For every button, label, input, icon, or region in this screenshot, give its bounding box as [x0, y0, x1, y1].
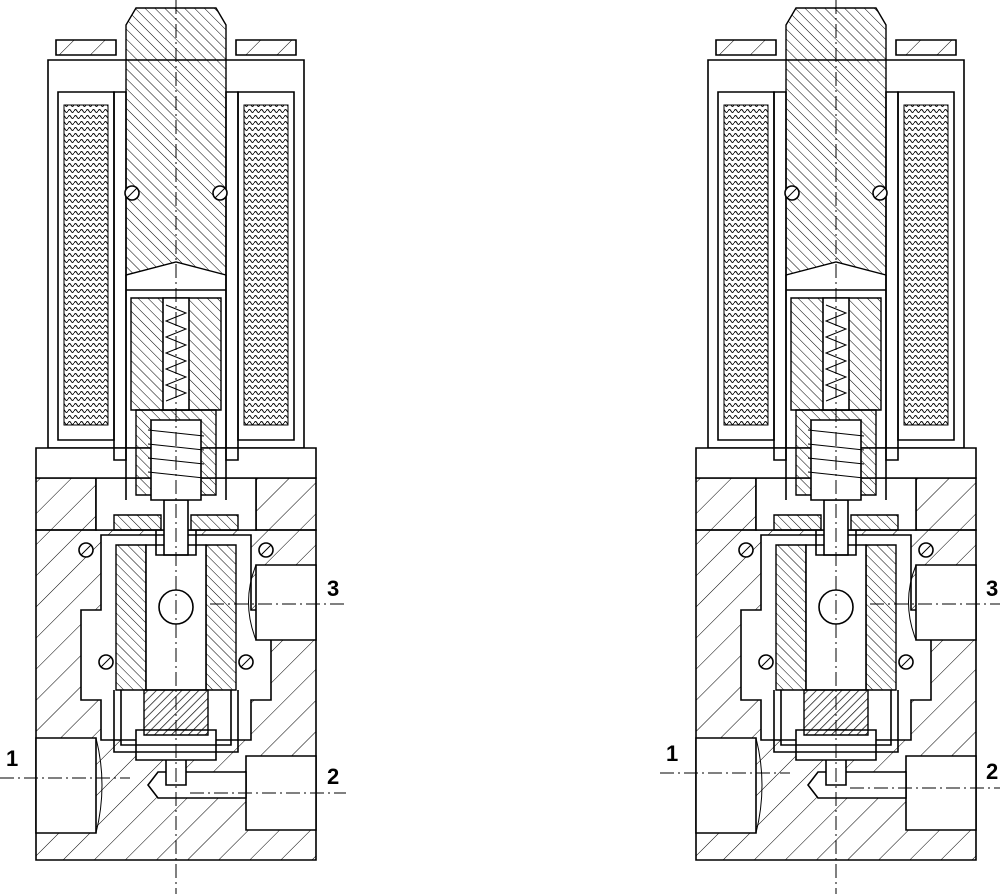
left-port3-label: 3 — [327, 576, 339, 601]
right-valve-section — [660, 0, 1000, 894]
left-port2-label: 2 — [327, 764, 339, 789]
left-valve-section — [0, 0, 346, 894]
left-port1-label: 1 — [6, 746, 18, 771]
right-port3-label: 3 — [986, 576, 998, 601]
right-port1-label: 1 — [666, 741, 678, 766]
right-port2-label: 2 — [986, 759, 998, 784]
